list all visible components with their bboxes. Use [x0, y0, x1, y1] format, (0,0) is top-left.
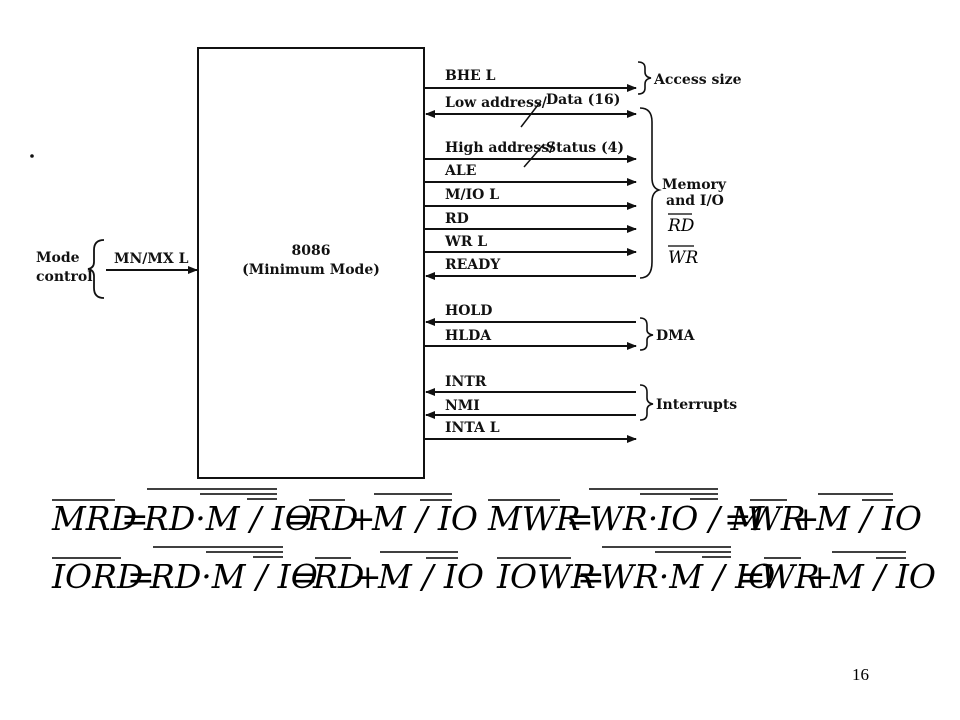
data16-label: Data (16) — [546, 92, 620, 108]
svg-text:RD·M / IO: RD·M / IO — [143, 499, 312, 538]
access-size-label: Access size — [653, 72, 742, 88]
svg-text:MRD: MRD — [51, 499, 137, 538]
svg-text:+: + — [792, 499, 820, 538]
intr-label: INTR — [445, 374, 487, 390]
data-bus-slash — [520, 100, 542, 128]
hold-label: HOLD — [445, 303, 492, 319]
svg-text:MWR: MWR — [487, 499, 581, 538]
chip-title: 8086 — [292, 243, 331, 259]
page-number: 16 — [852, 665, 869, 684]
svg-text:=: = — [577, 557, 605, 596]
svg-text:=: = — [121, 499, 149, 538]
svg-text:WR·M / IO: WR·M / IO — [600, 557, 775, 596]
svg-text:=: = — [566, 499, 594, 538]
svg-text:+: + — [348, 499, 376, 538]
low-address-label: Low address/ — [445, 95, 548, 111]
svg-text:WR: WR — [761, 557, 820, 596]
interrupts-brace — [639, 384, 654, 421]
rd-label: RD — [445, 211, 469, 227]
status4-label: Status (4) — [546, 140, 624, 156]
dma-brace — [639, 317, 654, 351]
memory-io-brace — [639, 107, 662, 279]
svg-text:IORD: IORD — [51, 557, 143, 596]
svg-text:M / IO: M / IO — [815, 499, 922, 538]
svg-text:=: = — [738, 557, 766, 596]
equation-iord: IORD = RD·M / IO = RD + M / IO — [51, 546, 484, 596]
wr-label: WR L — [444, 234, 487, 250]
mio-label: M/IO L — [445, 187, 499, 203]
mode-control-brace — [87, 239, 105, 299]
svg-text:M / IO: M / IO — [371, 499, 478, 538]
inta-label: INTA L — [445, 420, 500, 436]
dma-label: DMA — [656, 328, 696, 344]
wr-bar-label: WR — [668, 248, 698, 268]
svg-text:RD: RD — [306, 499, 358, 538]
svg-text:WR·IO / M: WR·IO / M — [589, 499, 765, 538]
svg-text:+: + — [354, 557, 382, 596]
high-address-label: High address/ — [445, 140, 555, 156]
chip-subtitle: (Minimum Mode) — [242, 262, 380, 278]
bhe-label: BHE L — [445, 68, 496, 84]
svg-text:=: = — [724, 499, 752, 538]
svg-text:M / IO: M / IO — [829, 557, 936, 596]
equation-mwr: MWR = WR·IO / M = WR + M / IO — [487, 488, 922, 538]
svg-text:IOWR: IOWR — [496, 557, 596, 596]
mode-control-label-1: Mode — [36, 250, 80, 266]
mn-mx-label: MN/MX L — [114, 251, 189, 267]
access-size-brace — [637, 61, 652, 95]
interrupts-label: Interrupts — [656, 397, 737, 413]
svg-text:M / IO: M / IO — [377, 557, 484, 596]
rd-bar-label: RD — [667, 216, 695, 236]
equation-mrd: MRD = RD·M / IO = RD + M / IO — [51, 488, 478, 538]
hlda-label: HLDA — [445, 328, 492, 344]
svg-text:+: + — [806, 557, 834, 596]
ale-label: ALE — [444, 163, 476, 179]
mode-control-label-2: control — [36, 269, 93, 285]
status-slash — [523, 143, 545, 168]
memory-label: Memory — [662, 177, 727, 193]
stray-dot — [30, 154, 34, 158]
chip-box — [197, 47, 425, 479]
svg-text:=: = — [127, 557, 155, 596]
nmi-label: NMI — [445, 398, 480, 414]
and-io-label: and I/O — [666, 193, 724, 209]
svg-text:=: = — [284, 499, 312, 538]
svg-text:RD·M / IO: RD·M / IO — [149, 557, 318, 596]
svg-text:WR: WR — [747, 499, 806, 538]
svg-text:RD: RD — [312, 557, 364, 596]
ready-label: READY — [445, 257, 501, 273]
equation-iowr: IOWR = WR·M / IO = WR + M / IO — [496, 546, 936, 596]
svg-text:=: = — [290, 557, 318, 596]
